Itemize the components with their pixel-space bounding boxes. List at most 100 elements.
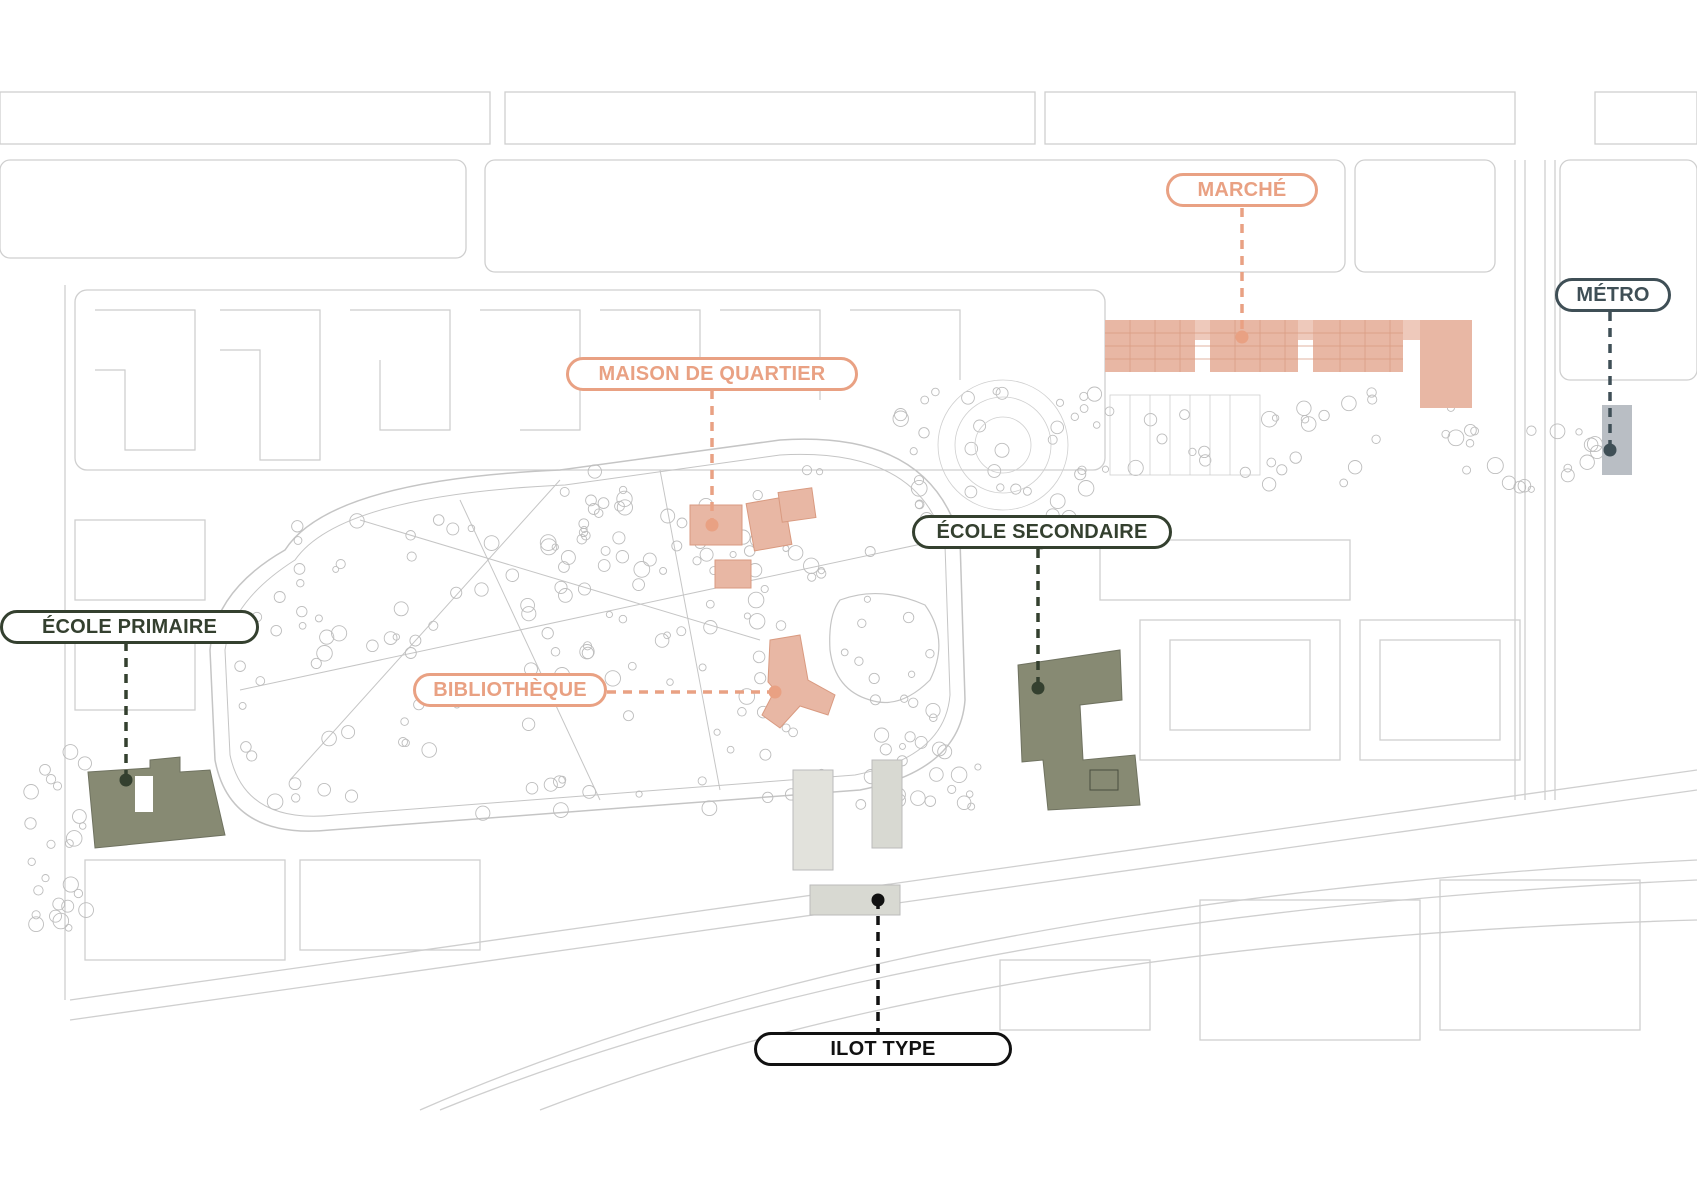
tree-icon [27, 857, 36, 866]
tree-icon [894, 408, 908, 422]
tree-icon [618, 485, 628, 495]
tree-icon [987, 464, 1002, 478]
tree-icon [913, 475, 925, 486]
tree-icon [1318, 409, 1330, 422]
tree-icon [474, 582, 489, 597]
tree-icon [296, 605, 308, 618]
tree-icon [553, 802, 569, 818]
tree-icon [349, 513, 365, 529]
tree-icon [593, 508, 604, 518]
tree-icon [1261, 410, 1278, 428]
tree-icon [965, 790, 974, 798]
tree-icon [541, 627, 554, 640]
marche-building [1105, 320, 1472, 408]
tree-icon [931, 741, 947, 757]
tree-icon [314, 614, 323, 623]
market-stalls [937, 379, 1261, 511]
label-bibliotheque[interactable]: BIBLIOTHÈQUE [413, 673, 607, 707]
tree-icon [31, 910, 41, 920]
tree-icon [1289, 451, 1302, 464]
tree-icon [762, 791, 774, 804]
tree-icon [450, 586, 463, 599]
tree-icon [899, 742, 906, 750]
label-ilot-type[interactable]: ILOT TYPE [754, 1032, 1012, 1066]
tree-icon [909, 447, 918, 456]
tree-icon [699, 547, 714, 562]
label-ecole-secondaire[interactable]: ÉCOLE SECONDAIRE [912, 515, 1172, 549]
tree-icon [446, 522, 460, 536]
tree-icon [782, 545, 790, 552]
tree-icon [902, 611, 915, 624]
tree-icon [660, 508, 676, 524]
tree-icon [1549, 423, 1566, 440]
tree-icon [1199, 454, 1212, 467]
tree-icon [654, 633, 670, 648]
tree-icon [597, 559, 611, 572]
tree-icon [781, 723, 791, 733]
tree-icon [914, 499, 925, 510]
tree-icon [238, 701, 247, 710]
leader-lines [124, 208, 1612, 1032]
tree-icon [1143, 413, 1158, 427]
tree-icon [554, 580, 568, 594]
pin-ecole-primaire [119, 773, 133, 787]
tree-icon [635, 790, 643, 798]
tree-icon [393, 601, 409, 617]
label-metro[interactable]: MÉTRO [1555, 278, 1671, 312]
tree-icon [580, 525, 588, 533]
tree-icon [759, 748, 772, 761]
tree-icon [947, 784, 957, 794]
tree-icon [616, 499, 633, 516]
tree-icon [701, 800, 718, 817]
tree-icon [49, 909, 62, 923]
tree-icon [475, 805, 491, 821]
tree-icon [1501, 475, 1517, 490]
label-marche[interactable]: MARCHÉ [1166, 173, 1318, 207]
tree-icon [1526, 425, 1537, 436]
pin-maison [705, 518, 719, 532]
tree-icon [840, 648, 849, 657]
tree-icon [937, 744, 953, 760]
tree-icon [1079, 404, 1089, 413]
tree-icon [400, 717, 409, 726]
tree-icon [914, 735, 928, 749]
maison-de-quartier-building [689, 487, 817, 589]
tree-icon [855, 799, 867, 810]
tree-icon [559, 486, 570, 497]
location-pins [119, 330, 1617, 907]
tree-icon [1441, 429, 1451, 439]
tree-icon [605, 610, 613, 619]
tree-icon [335, 559, 346, 570]
pin-metro [1603, 443, 1617, 457]
tree-icon [1347, 460, 1363, 475]
tree-icon [578, 518, 590, 530]
tree-icon [729, 550, 737, 559]
tree-icon [992, 387, 1001, 396]
tree-icon [1104, 406, 1115, 417]
street-grid [0, 91, 1697, 1111]
tree-icon [703, 620, 718, 635]
tree-icon [581, 646, 595, 660]
pin-marche [1235, 330, 1249, 344]
metro-station-building [1602, 405, 1632, 475]
tree-icon [868, 672, 880, 684]
tree-icon [642, 552, 657, 567]
tree-icon [585, 494, 597, 507]
tree-icon [52, 897, 66, 911]
label-maison-de-quartier[interactable]: MAISON DE QUARTIER [566, 357, 858, 391]
tree-icon [28, 916, 44, 933]
tree-icon [692, 556, 702, 566]
tree-icon [676, 626, 687, 637]
tree-icon [41, 874, 50, 883]
tree-icon [577, 582, 592, 596]
tree-icon [973, 419, 987, 433]
tree-icon [576, 533, 588, 545]
label-ecole-primaire[interactable]: ÉCOLE PRIMAIRE [0, 610, 259, 644]
tree-icon [1575, 428, 1583, 436]
tree-icon [558, 775, 567, 784]
tree-icon [787, 545, 804, 561]
tree-icon [1188, 447, 1197, 457]
tree-icon [1517, 478, 1532, 493]
tree-icon [1271, 414, 1280, 422]
tree-icon [1092, 421, 1101, 429]
